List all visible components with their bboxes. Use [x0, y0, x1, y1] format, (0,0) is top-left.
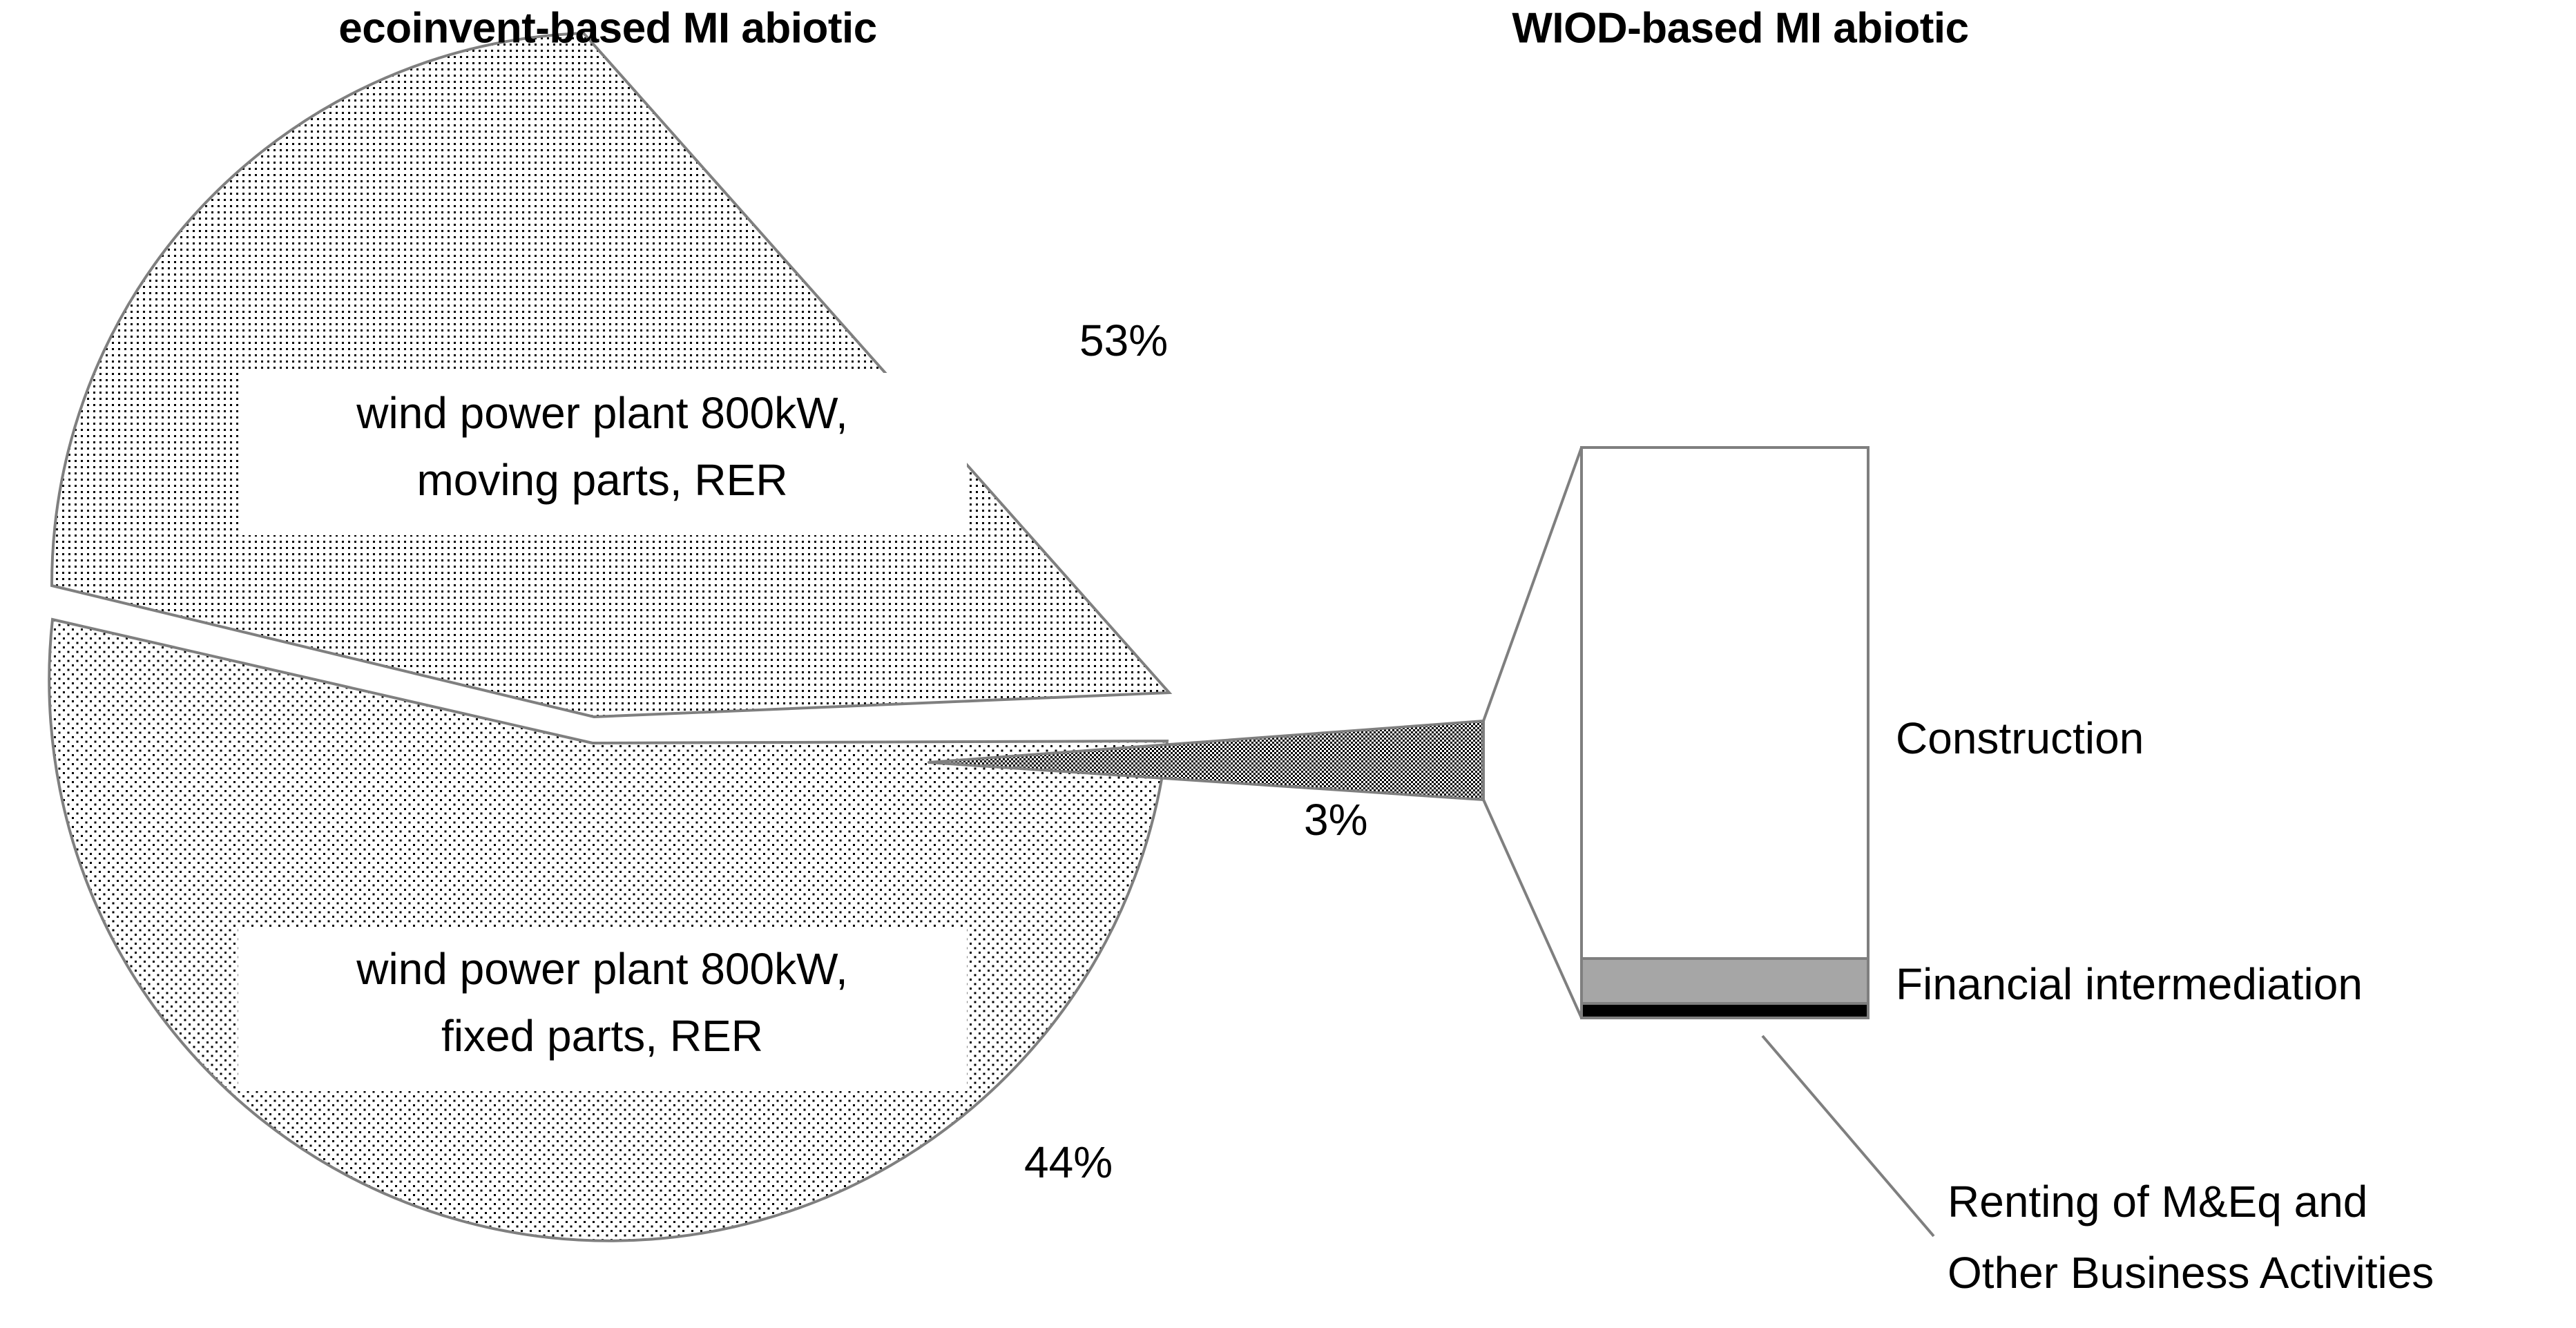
pie-slice-label-moving-parts-line2: moving parts, RER — [416, 455, 787, 505]
stacked-bar-group — [1580, 446, 1869, 1019]
pie-slice-label-fixed-parts-line2: fixed parts, RER — [441, 1011, 763, 1061]
bar-segment-construction[interactable] — [1580, 446, 1869, 960]
explode-connector-top-line — [1482, 447, 1583, 722]
left-chart-title: ecoinvent-based MI abiotic — [338, 4, 876, 52]
renting-callout-leader-line — [1761, 1035, 1935, 1238]
right-chart-title: WIOD-based MI abiotic — [1512, 4, 1968, 52]
pie-chart-group: wind power plant 800kW, moving parts, RE… — [48, 31, 1485, 1242]
bar-segment-financial-intermediation[interactable] — [1580, 957, 1869, 1005]
bar-segment-renting[interactable] — [1580, 1002, 1869, 1019]
pie-percent-label-wiod: 3% — [1304, 795, 1368, 845]
pie-label-plate-fixed-parts — [238, 929, 967, 1091]
explode-connector-bottom-line — [1482, 799, 1583, 1019]
pie-slice-wiod-shape[interactable] — [927, 720, 1485, 801]
explode-connector-group — [1482, 447, 1583, 1019]
pie-percent-label-moving-parts: 53% — [1079, 316, 1168, 365]
bar-label-renting-line1: Renting of M&Eq and — [1948, 1177, 2367, 1226]
bar-label-construction: Construction — [1896, 713, 2144, 763]
pie-slice-label-fixed-parts-line1: wind power plant 800kW, — [356, 944, 848, 994]
bar-label-financial-intermediation: Financial intermediation — [1896, 959, 2363, 1009]
pie-percent-label-fixed-parts: 44% — [1024, 1137, 1113, 1187]
pie-label-plate-moving-parts — [238, 373, 967, 535]
pie-slice-label-moving-parts-line1: wind power plant 800kW, — [356, 388, 848, 438]
bar-label-renting-line2: Other Business Activities — [1948, 1248, 2434, 1298]
pie-slice-wiod[interactable] — [927, 720, 1485, 801]
